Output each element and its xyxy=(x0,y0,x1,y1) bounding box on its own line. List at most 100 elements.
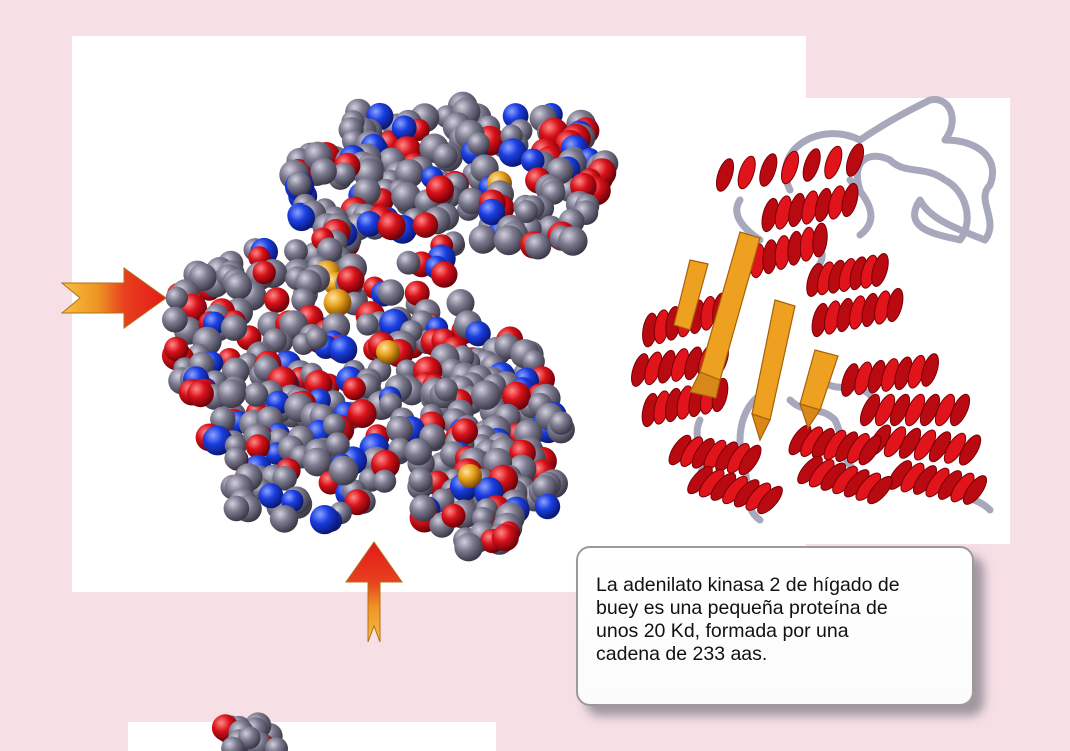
atom xyxy=(329,335,358,364)
helix-turn xyxy=(962,475,988,505)
atom xyxy=(404,438,432,466)
atom xyxy=(498,138,527,167)
atom xyxy=(224,272,252,300)
atom xyxy=(408,468,433,493)
atom xyxy=(325,432,350,457)
atom xyxy=(238,726,261,749)
atom xyxy=(220,314,248,341)
helix-turn xyxy=(738,444,762,476)
atom xyxy=(454,532,483,562)
atom xyxy=(305,326,328,350)
helix-turn xyxy=(759,153,778,187)
atom xyxy=(188,263,217,292)
atom xyxy=(302,447,332,477)
atom xyxy=(373,469,397,493)
atom xyxy=(265,737,288,751)
atom xyxy=(467,132,490,156)
atom xyxy=(288,204,315,232)
atom xyxy=(426,175,454,204)
helix-turn xyxy=(715,158,735,192)
atom xyxy=(310,158,337,185)
atom xyxy=(264,287,290,313)
atom xyxy=(245,434,270,459)
atom xyxy=(391,115,417,141)
atom xyxy=(377,279,405,306)
atom xyxy=(252,260,276,285)
atom xyxy=(515,200,539,223)
atom xyxy=(458,187,485,215)
helix-turn xyxy=(824,145,843,180)
atom xyxy=(446,289,475,317)
atom xyxy=(356,313,379,336)
atom xyxy=(284,239,308,263)
atom xyxy=(332,162,356,186)
helix-turn xyxy=(871,253,889,287)
atom xyxy=(441,503,466,528)
caption-box: La adenilato kinasa 2 de hígado de buey … xyxy=(576,546,974,706)
helix-turn xyxy=(812,222,828,258)
bottom-panel xyxy=(128,722,496,751)
atom xyxy=(412,212,439,238)
atom xyxy=(391,181,421,212)
sulfur-atom xyxy=(458,464,482,488)
atom xyxy=(328,455,359,486)
atom xyxy=(270,505,299,533)
ribbon-model xyxy=(631,96,997,524)
helix-turn xyxy=(949,393,971,427)
atom xyxy=(272,466,298,491)
atom xyxy=(493,225,524,256)
atom xyxy=(243,382,269,407)
atom xyxy=(223,495,250,522)
atom xyxy=(534,493,561,520)
atom xyxy=(322,413,346,437)
arrow-right-icon xyxy=(60,267,167,329)
atom xyxy=(478,198,506,226)
atom xyxy=(258,483,284,509)
atom xyxy=(471,380,501,410)
atom xyxy=(430,261,458,288)
atom xyxy=(434,377,458,402)
helix-turn xyxy=(858,434,882,466)
atom xyxy=(342,376,366,401)
atom xyxy=(377,212,406,241)
atom xyxy=(356,211,383,237)
caption-text: La adenilato kinasa 2 de hígado de buey … xyxy=(596,574,900,665)
helix-turn xyxy=(845,143,865,177)
atom xyxy=(309,504,340,535)
helix-turn xyxy=(802,148,821,182)
atom xyxy=(502,381,531,411)
arrow-up-icon xyxy=(345,541,403,643)
atom xyxy=(347,399,377,428)
atom xyxy=(409,494,437,522)
atom xyxy=(520,148,545,173)
atom xyxy=(224,446,248,470)
atom xyxy=(323,288,352,317)
atom xyxy=(187,380,214,408)
atom xyxy=(396,250,421,275)
atom xyxy=(164,336,189,362)
atom xyxy=(465,321,491,347)
helix-turn xyxy=(921,353,939,387)
helix-turn xyxy=(757,485,783,515)
helix-turn xyxy=(737,155,756,190)
atom xyxy=(491,524,519,552)
atom xyxy=(468,225,498,254)
atom xyxy=(531,474,558,501)
alpha-helices xyxy=(631,143,988,515)
spacefill-fragment xyxy=(211,712,288,751)
atom xyxy=(524,233,552,260)
atom xyxy=(165,286,188,310)
atom xyxy=(216,379,246,409)
atom xyxy=(386,415,414,443)
atom xyxy=(221,736,245,751)
atom xyxy=(202,425,233,456)
helix-turn xyxy=(867,475,893,505)
atom xyxy=(451,418,478,445)
atom xyxy=(286,171,312,196)
spacefill-molecule xyxy=(161,91,619,562)
atom xyxy=(162,306,188,333)
atom xyxy=(432,143,458,169)
atom xyxy=(558,226,588,256)
helix-turn xyxy=(841,182,859,218)
